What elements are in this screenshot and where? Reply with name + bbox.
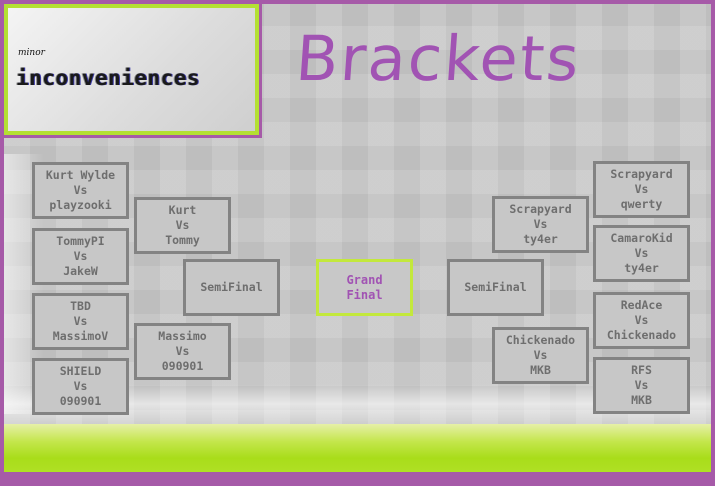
match-player-bottom: MKB [530, 363, 551, 377]
match-player-top: TBD [70, 299, 91, 313]
match-player-bottom: Tommy [165, 233, 200, 247]
match-player-top: CamaroKid [610, 231, 673, 245]
logo-small-text: minor [18, 48, 45, 58]
match-box-right-r1-1: Scrapyard Vs qwerty [593, 161, 690, 218]
match-vs: Vs [634, 313, 649, 327]
logo: minor inconveniences [4, 4, 262, 138]
match-player-bottom: 090901 [161, 359, 204, 373]
match-player-top: TommyPI [56, 234, 105, 248]
match-box-left-r2-2: Massimo Vs 090901 [134, 323, 231, 380]
semifinal-label: SemiFinal [200, 280, 263, 294]
match-box-right-r1-4: RFS Vs MKB [593, 357, 690, 414]
match-vs: Vs [175, 218, 190, 232]
match-player-top: Kurt Wylde [45, 168, 116, 182]
match-vs: Vs [533, 348, 548, 362]
match-player-bottom: ty4er [523, 232, 558, 246]
grand-final-line1: Grand [346, 272, 383, 287]
match-box-right-r2-1: Scrapyard Vs ty4er [492, 196, 589, 253]
match-vs: Vs [634, 182, 649, 196]
match-player-top: SHIELD [59, 364, 102, 378]
match-box-left-r1-3: TBD Vs MassimoV [32, 293, 129, 350]
match-vs: Vs [634, 378, 649, 392]
match-vs: Vs [634, 246, 649, 260]
match-vs: Vs [533, 217, 548, 231]
right-semifinal-box: SemiFinal [447, 259, 544, 316]
match-player-bottom: playzooki [49, 198, 112, 212]
match-vs: Vs [73, 249, 88, 263]
match-vs: Vs [73, 314, 88, 328]
logo-big-text: inconveniences [16, 66, 201, 90]
match-player-top: Kurt [168, 203, 197, 217]
match-player-bottom: Chickenado [606, 328, 677, 342]
match-player-bottom: MKB [631, 393, 652, 407]
match-player-top: RFS [631, 363, 652, 377]
match-vs: Vs [175, 344, 190, 358]
match-player-top: Massimo [158, 329, 207, 343]
match-player-bottom: ty4er [624, 261, 659, 275]
match-vs: Vs [73, 183, 88, 197]
match-box-left-r1-2: TommyPI Vs JakeW [32, 228, 129, 285]
match-player-top: Scrapyard [509, 202, 572, 216]
match-player-bottom: qwerty [620, 197, 663, 211]
match-box-right-r1-3: RedAce Vs Chickenado [593, 292, 690, 349]
match-player-top: Scrapyard [610, 167, 673, 181]
match-box-right-r2-2: Chickenado Vs MKB [492, 327, 589, 384]
semifinal-label: SemiFinal [464, 280, 527, 294]
match-box-left-r2-1: Kurt Vs Tommy [134, 197, 231, 254]
grand-final-line2: Final [346, 287, 383, 302]
left-semifinal-box: SemiFinal [183, 259, 280, 316]
bottom-purple-border [4, 472, 711, 482]
match-player-bottom: JakeW [63, 264, 98, 278]
match-player-bottom: 090901 [59, 394, 102, 408]
match-box-right-r1-2: CamaroKid Vs ty4er [593, 225, 690, 282]
page-title: Brackets [293, 22, 584, 95]
grand-final-box: Grand Final [316, 259, 413, 316]
match-box-left-r1-4: SHIELD Vs 090901 [32, 358, 129, 415]
match-player-bottom: MassimoV [52, 329, 109, 343]
match-player-top: Chickenado [505, 333, 576, 347]
match-vs: Vs [73, 379, 88, 393]
match-player-top: RedAce [620, 298, 663, 312]
match-box-left-r1-1: Kurt Wylde Vs playzooki [32, 162, 129, 219]
